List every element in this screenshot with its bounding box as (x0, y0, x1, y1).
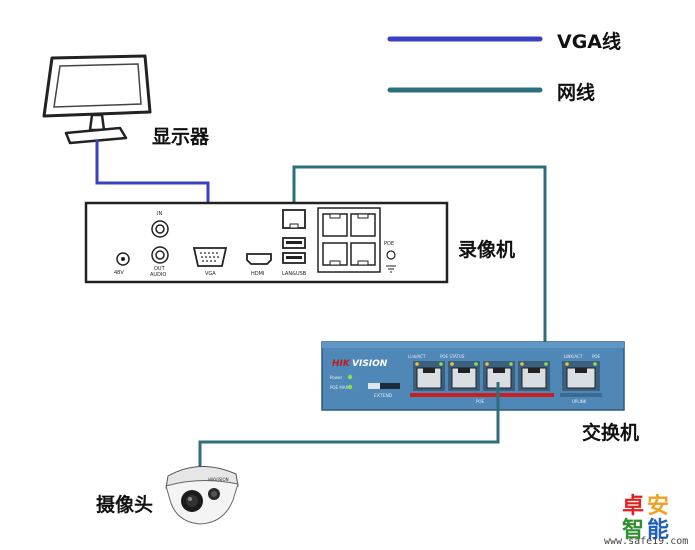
poe-max-led-icon (347, 384, 353, 390)
nvr-switch-cable (292, 165, 547, 372)
switch-poe-label: POE (476, 399, 485, 404)
watermark-char-2: 安 (647, 494, 670, 519)
watermark-url: www.safe19.com (604, 536, 689, 547)
nvr-label: 录像机 (458, 239, 516, 261)
switch-top-label-poestatus: POE STATUS (440, 354, 465, 359)
switch-led-power-label: Power (330, 375, 342, 380)
camera-label: 摄像头 (96, 494, 154, 516)
extend-switch-toggle (368, 383, 400, 389)
switch-top-label-linkact: Link/ACT (408, 354, 426, 359)
switch-led-poemax-label: POE MAX (330, 385, 349, 390)
switch-uplink-label: UPLINK (572, 399, 587, 404)
hdmi-port-icon (246, 253, 272, 265)
nvr-port-hdmi-label: HDMI (251, 271, 264, 277)
switch-ports (413, 361, 600, 391)
nvr-port-poe-label: POE (384, 241, 394, 247)
legend-vga-label: VGA线 (557, 31, 622, 53)
switch-label: 交换机 (582, 422, 640, 444)
switch-brand-hik: HIK (332, 359, 351, 369)
nvr-port-power-label: 48V (114, 270, 124, 276)
camera-brand-label: HIKVISION (208, 477, 229, 482)
camera-icon: HIKVISION (165, 465, 239, 525)
nvr-device: 48V IN OUT AUDIO VGA HDMI LAN&USB (84, 201, 449, 284)
watermark-char-1: 卓 (622, 494, 645, 519)
power-led-icon (347, 374, 353, 380)
legend-net-label: 网线 (557, 82, 596, 104)
monitor-label: 显示器 (152, 126, 210, 148)
poe-switch-device: HIK VISION Power POE MAX EXTEND Link/ACT… (321, 341, 625, 411)
nvr-port-out-label: OUT (154, 266, 166, 272)
switch-brand-vision: VISION (352, 359, 388, 369)
switch-camera-cable (198, 382, 500, 468)
nvr-port-vga-label: VGA (205, 271, 216, 277)
nvr-port-audio-label: AUDIO (150, 272, 166, 278)
nvr-port-lanusb-label: LAN&USB (282, 271, 307, 277)
switch-extend-label: EXTEND (374, 393, 393, 399)
monitor-icon (42, 54, 152, 145)
watermark-char-4: 能 (647, 518, 670, 543)
watermark-char-3: 智 (622, 518, 645, 543)
nvr-port-in-label: IN (157, 211, 162, 217)
switch-top-label-poe: POE (592, 354, 601, 359)
switch-top-label-uplink-linkact: LINK/ACT (564, 354, 583, 359)
ground-screw-icon (386, 250, 396, 260)
